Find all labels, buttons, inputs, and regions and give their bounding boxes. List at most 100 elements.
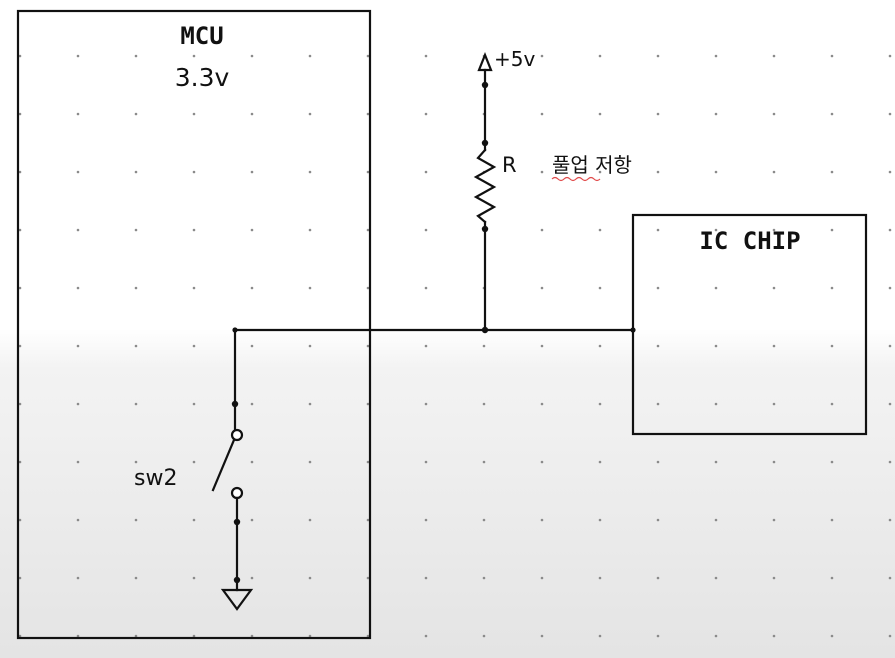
grid-dot [134, 286, 138, 290]
grid-dot [366, 460, 370, 464]
grid-dot [134, 228, 138, 232]
resistor-description: 풀업 저항 [552, 153, 632, 177]
grid-dot [134, 344, 138, 348]
grid-dot [308, 460, 312, 464]
grid-dot [424, 286, 428, 290]
grid-dot [482, 518, 486, 522]
grid-dot [830, 344, 834, 348]
grid-dot [714, 576, 718, 580]
grid-dot [598, 576, 602, 580]
grid-dot [308, 344, 312, 348]
grid-dot [76, 54, 80, 58]
grid-dot [76, 228, 80, 232]
grid-dot [134, 634, 138, 638]
grid-dot [540, 286, 544, 290]
grid-dot [192, 286, 196, 290]
grid-dot [714, 460, 718, 464]
grid-dot [888, 460, 892, 464]
grid-dot [308, 54, 312, 58]
ic-chip-block[interactable] [631, 213, 868, 436]
grid-dot [424, 344, 428, 348]
grid-dot [76, 402, 80, 406]
mcu-block[interactable] [16, 9, 372, 640]
grid-dot [888, 402, 892, 406]
grid-dot [772, 576, 776, 580]
grid-dot [482, 344, 486, 348]
grid-dot [888, 518, 892, 522]
grid-dot [714, 518, 718, 522]
grid-dot [134, 460, 138, 464]
resistor-label: R [502, 153, 517, 177]
grid-dot [656, 54, 660, 58]
grid-dot [250, 54, 254, 58]
grid-dot [540, 54, 544, 58]
grid-dot [830, 634, 834, 638]
grid-dot [308, 576, 312, 580]
grid-dot [888, 170, 892, 174]
grid-dot [540, 634, 544, 638]
grid-dot [18, 170, 22, 174]
grid-dot [134, 518, 138, 522]
grid-dot [424, 518, 428, 522]
grid-dot [598, 170, 602, 174]
grid-dot [250, 518, 254, 522]
grid-dot [772, 634, 776, 638]
grid-dot [366, 286, 370, 290]
grid-dot [366, 634, 370, 638]
grid-dot [830, 518, 834, 522]
grid-dot [540, 112, 544, 116]
grid-dot [714, 170, 718, 174]
grid-dot [888, 634, 892, 638]
grid-dot [714, 402, 718, 406]
switch-blade[interactable] [211, 438, 236, 492]
grid-dot [598, 286, 602, 290]
grid-dot [830, 576, 834, 580]
grid-dot [714, 286, 718, 290]
grid-dot [772, 228, 776, 232]
switch-lower-contact [230, 486, 244, 500]
grid-dot [888, 228, 892, 232]
grid-dot [714, 112, 718, 116]
grid-dot [424, 634, 428, 638]
grid-dot [830, 228, 834, 232]
grid-dot [598, 634, 602, 638]
grid-dot [308, 228, 312, 232]
grid-dot [656, 286, 660, 290]
mcu-voltage-label: 3.3v [175, 63, 230, 92]
dot-grid [18, 54, 892, 638]
grid-dot [250, 228, 254, 232]
grid-dot [18, 344, 22, 348]
grid-dot [424, 576, 428, 580]
grid-dot [366, 228, 370, 232]
grid-dot [18, 518, 22, 522]
grid-dot [18, 634, 22, 638]
grid-dot [482, 634, 486, 638]
grid-dot [714, 634, 718, 638]
ground-symbol [220, 588, 254, 611]
grid-dot [830, 460, 834, 464]
grid-dot [250, 170, 254, 174]
grid-dot [192, 576, 196, 580]
grid-dot [598, 402, 602, 406]
grid-dot [192, 54, 196, 58]
mcu-label: MCU [180, 22, 223, 50]
grid-dot [424, 402, 428, 406]
grid-dot [76, 286, 80, 290]
grid-dot [250, 634, 254, 638]
grid-dot [308, 170, 312, 174]
grid-dot [308, 634, 312, 638]
grid-dot [76, 344, 80, 348]
grid-dot [76, 112, 80, 116]
grid-dot [192, 634, 196, 638]
grid-dot [830, 54, 834, 58]
grid-dot [192, 344, 196, 348]
grid-dot [134, 576, 138, 580]
grid-dot [424, 460, 428, 464]
vcc-label: +5v [494, 47, 535, 71]
grid-dot [250, 112, 254, 116]
grid-dot [540, 402, 544, 406]
grid-dot [598, 344, 602, 348]
grid-dot [250, 402, 254, 406]
grid-dot [366, 576, 370, 580]
